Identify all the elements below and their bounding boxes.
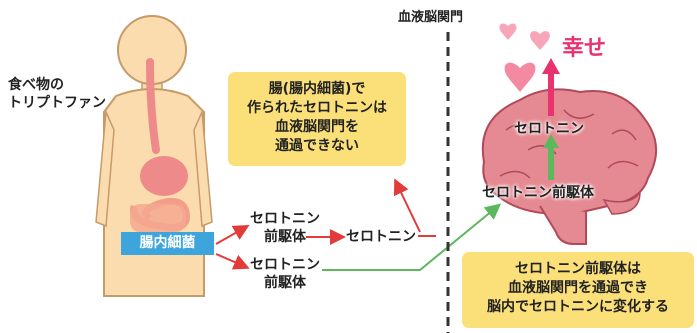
- callout-line: 腸(腸内細菌)で: [268, 81, 366, 97]
- precursor-label-line: 前駆体: [264, 229, 306, 245]
- callout-line: セロトニン前駆体は: [515, 261, 641, 277]
- callout-line: 血液脳関門を: [275, 119, 359, 135]
- gut-serotonin-callout: 腸(腸内細菌)で 作られたセロトニンは 血液脳関門を 通過できない: [228, 72, 406, 166]
- brain-serotonin-label: セロトニン: [514, 121, 584, 137]
- callout-line: 脳内でセロトニンに変化する: [487, 299, 669, 315]
- serotonin-mid-label: セロトニン: [346, 229, 416, 245]
- red-arrow-to-precursor-lower: [215, 253, 250, 270]
- brain-green-arrowhead: [543, 134, 559, 148]
- callout-line: 通過できない: [275, 138, 359, 154]
- precursor-callout: セロトニン前駆体は 血液脳関門を通過でき 脳内でセロトニンに変化する: [462, 252, 694, 328]
- gut-bacteria-label: 腸内細菌: [121, 232, 214, 255]
- callout-line: 血液脳関門を通過でき: [508, 280, 648, 296]
- precursor-label-line: セロトニン: [250, 257, 320, 273]
- heart-icon: [504, 62, 536, 92]
- red-arrow-blocked-up: [393, 178, 421, 233]
- red-arrow-to-precursor: [215, 225, 250, 245]
- heart-icon: [499, 23, 517, 40]
- green-arrow-precursor-to-brain: [322, 203, 502, 271]
- digestive-tract: [130, 58, 190, 232]
- precursor-label-line: セロトニン: [250, 211, 320, 227]
- food-label-line: 食べ物の: [8, 77, 64, 93]
- brain-pink-arrowhead: [542, 58, 560, 74]
- food-label-line: トリプトファン: [8, 95, 106, 111]
- precursor-label-upper: セロトニン 前駆体: [250, 210, 320, 246]
- blood-brain-barrier-title: 血液脳関門: [398, 10, 464, 25]
- brain-illustration: [481, 88, 658, 245]
- precursor-label-line: 前駆体: [264, 275, 306, 291]
- happiness-label: 幸せ: [562, 36, 607, 61]
- brain-precursor-label: セロトニン前駆体: [482, 185, 594, 201]
- callout-line: 作られたセロトニンは: [247, 100, 387, 116]
- food-tryptophan-label: 食べ物の トリプトファン: [8, 76, 106, 112]
- heart-icon: [530, 31, 550, 50]
- precursor-label-lower: セロトニン 前駆体: [250, 256, 320, 292]
